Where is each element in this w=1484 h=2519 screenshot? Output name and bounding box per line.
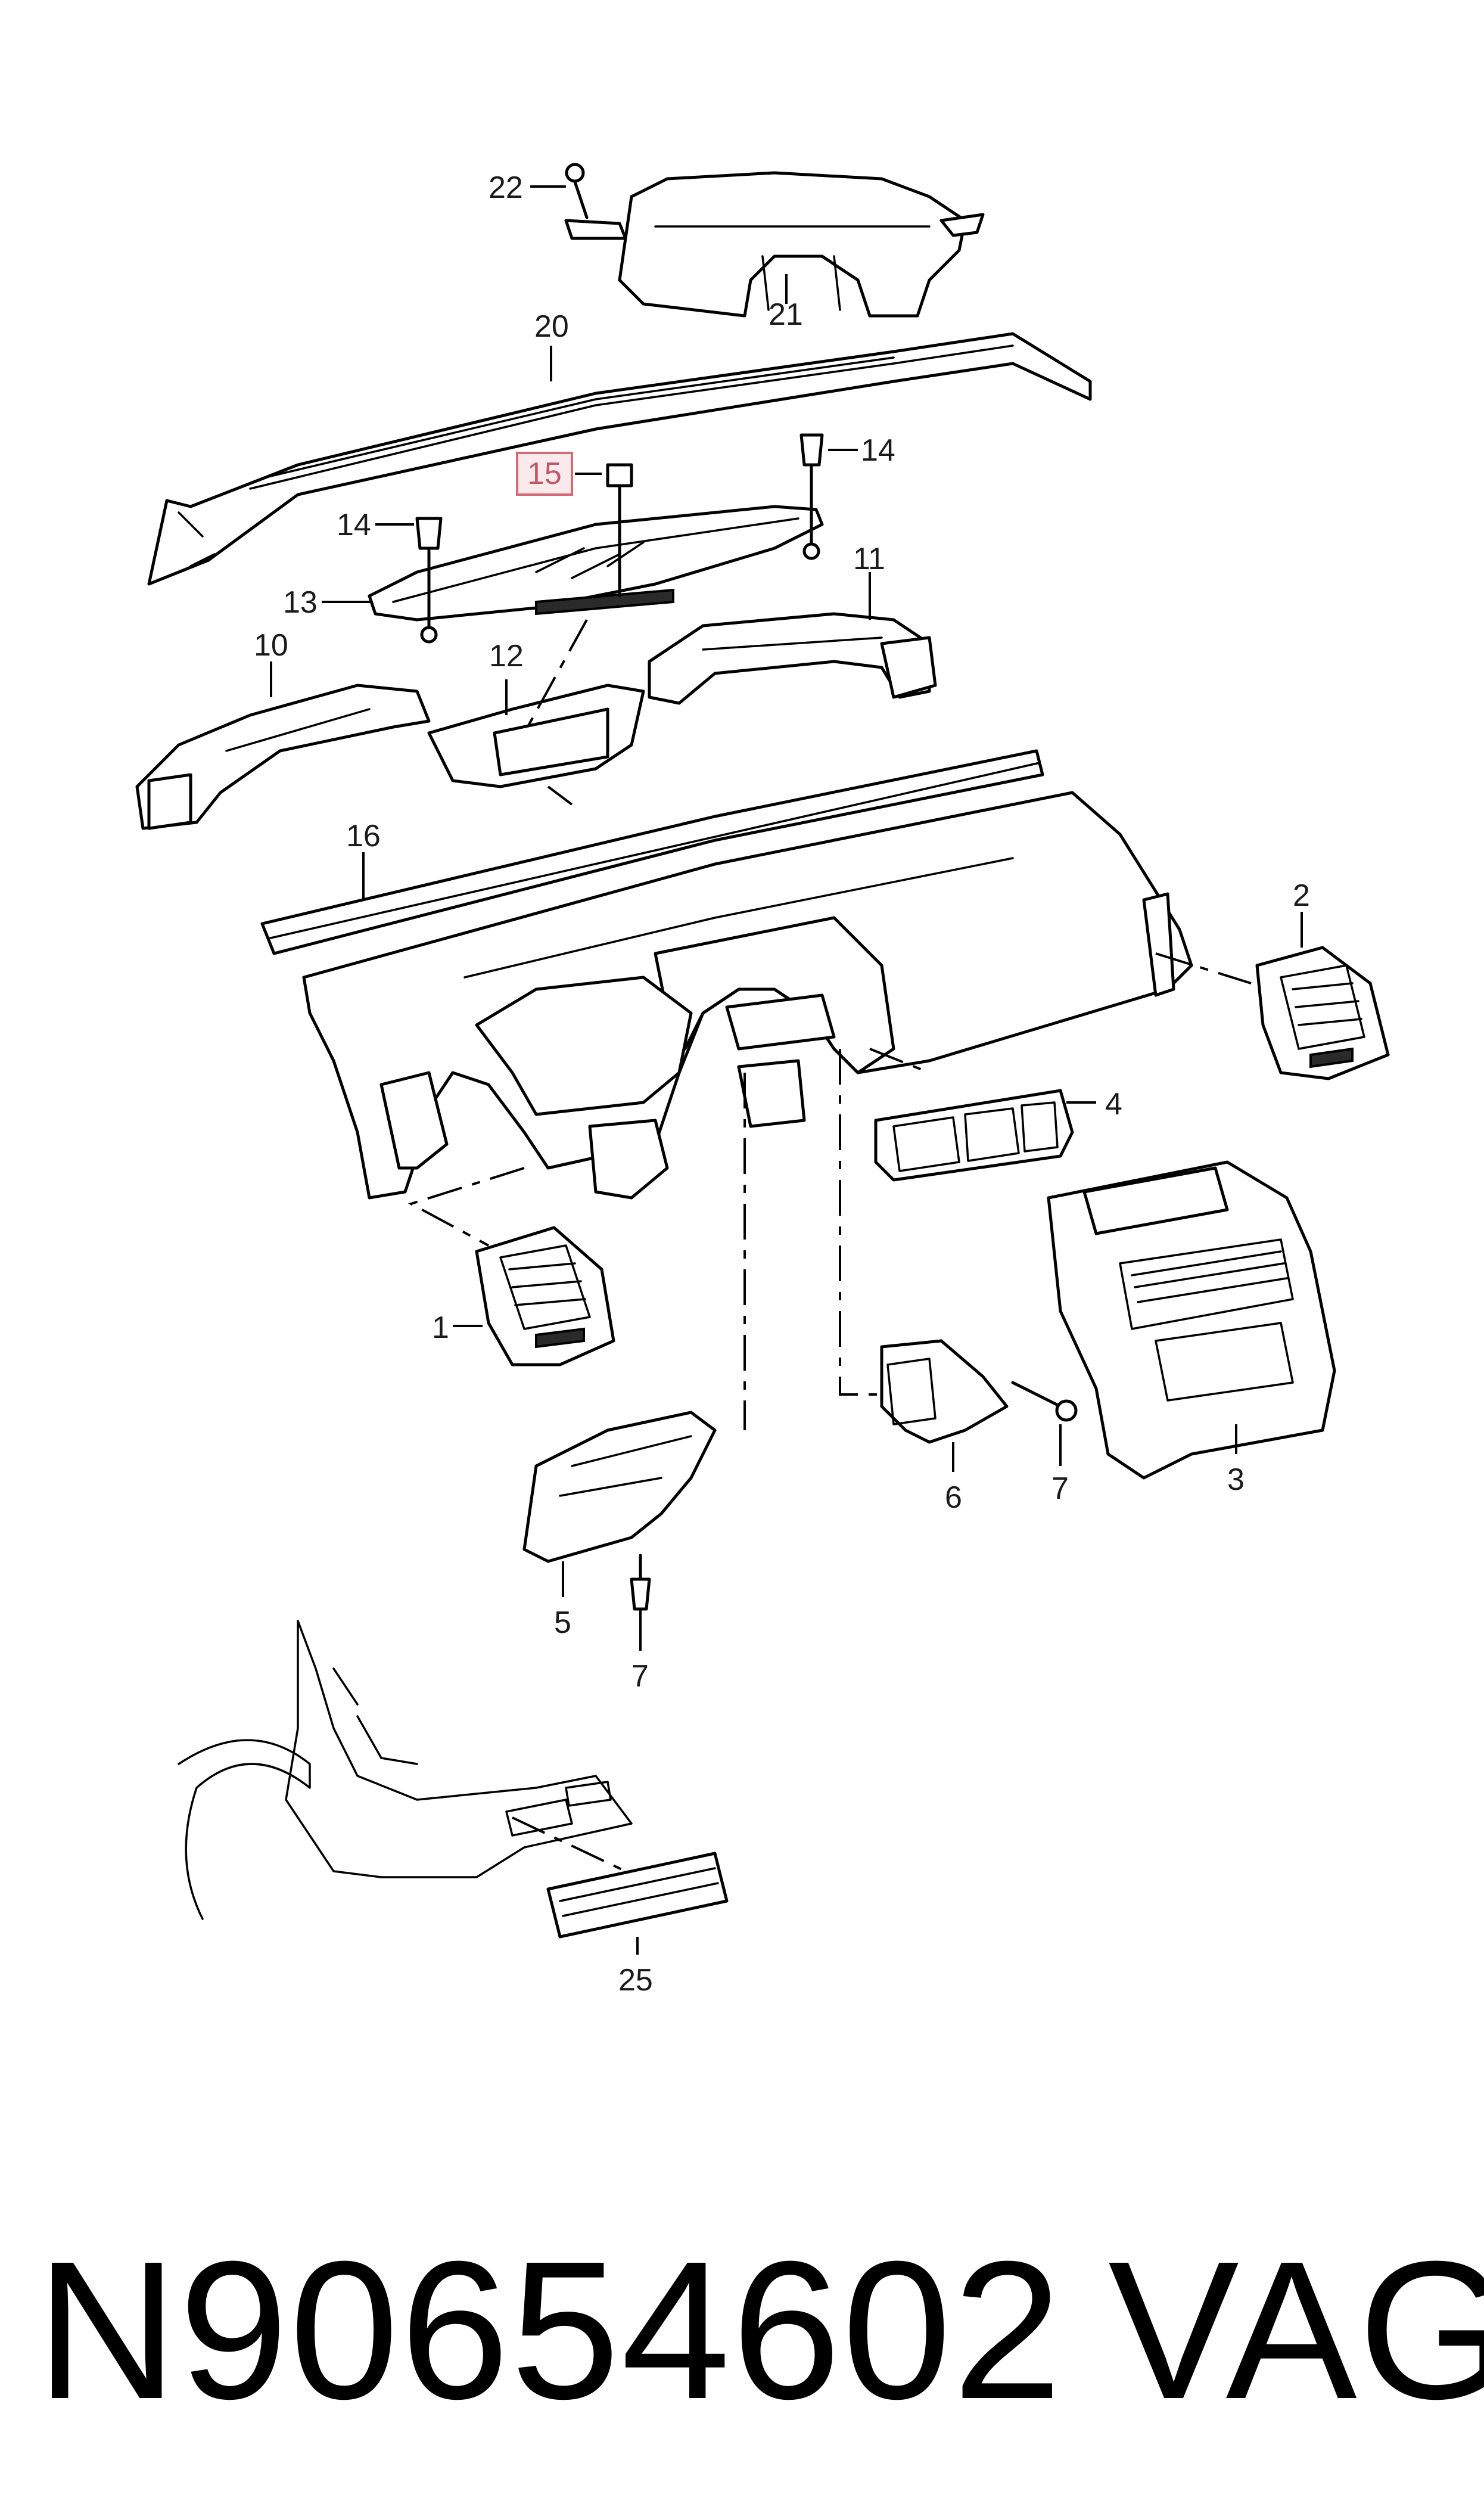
callout-10: 10 <box>254 628 288 663</box>
callout-5: 5 <box>554 1605 571 1640</box>
callout-7-right: 7 <box>1051 1471 1069 1506</box>
part-6-bracket <box>880 1339 1009 1444</box>
callout-4: 4 <box>1105 1087 1122 1122</box>
callout-3: 3 <box>1227 1462 1245 1497</box>
callout-15-highlight-box <box>516 452 573 496</box>
part-22-screw <box>564 163 627 240</box>
callout-11: 11 <box>853 542 885 576</box>
callout-6: 6 <box>945 1480 962 1515</box>
part-20-trim-strip <box>147 332 1092 586</box>
callout-22: 22 <box>489 170 523 205</box>
part-3-center-bezel <box>1047 1160 1336 1480</box>
callout-14-left: 14 <box>337 508 371 542</box>
part-10-left-duct <box>135 684 431 830</box>
part-2-right-vent <box>1255 946 1390 1080</box>
part-13-defrost-channel <box>368 505 824 622</box>
part-12-center-duct <box>427 684 645 788</box>
part-15-bolt <box>606 463 633 598</box>
part-5-bracket <box>522 1411 717 1563</box>
leader-lines <box>270 185 1303 1955</box>
part-7-screw-right <box>1011 1381 1078 1422</box>
callout-labels: 22 21 20 15 14 14 13 11 10 12 16 2 4 1 3… <box>254 170 1310 1998</box>
callout-25: 25 <box>618 1963 653 1998</box>
callout-21: 21 <box>769 297 803 332</box>
callout-2: 2 <box>1293 878 1310 913</box>
part-number: N90654602 <box>36 2220 1063 2440</box>
dashboard-panel <box>302 791 1193 1200</box>
brand-name: VAG <box>1108 2220 1484 2440</box>
part-16-seal-strip <box>260 749 1044 955</box>
part-1-left-vent <box>475 1226 615 1366</box>
assembly-guide-lines <box>407 619 1252 1872</box>
part-14-clip-left <box>415 517 443 644</box>
exploded-parts-diagram: 22 21 20 15 14 14 13 11 10 12 16 2 4 1 3… <box>135 163 1390 1998</box>
caption-footer: N90654602 VAG <box>0 2205 1484 2455</box>
callout-12: 12 <box>489 639 524 673</box>
part-4-center-vent <box>874 1089 1074 1182</box>
part-11-right-duct <box>648 612 937 705</box>
callout-20: 20 <box>534 309 569 344</box>
part-21-cowl-duct <box>618 171 985 318</box>
callout-13: 13 <box>283 585 318 620</box>
callout-15: 15 <box>527 456 562 491</box>
part-14-clip-right <box>799 433 824 560</box>
part-25-body-vent <box>178 1620 729 1939</box>
callout-14-right: 14 <box>861 433 895 468</box>
callout-1: 1 <box>432 1310 449 1345</box>
part-7-screw-left <box>630 1554 651 1611</box>
callout-16: 16 <box>346 819 381 853</box>
callout-7-left: 7 <box>631 1659 649 1694</box>
